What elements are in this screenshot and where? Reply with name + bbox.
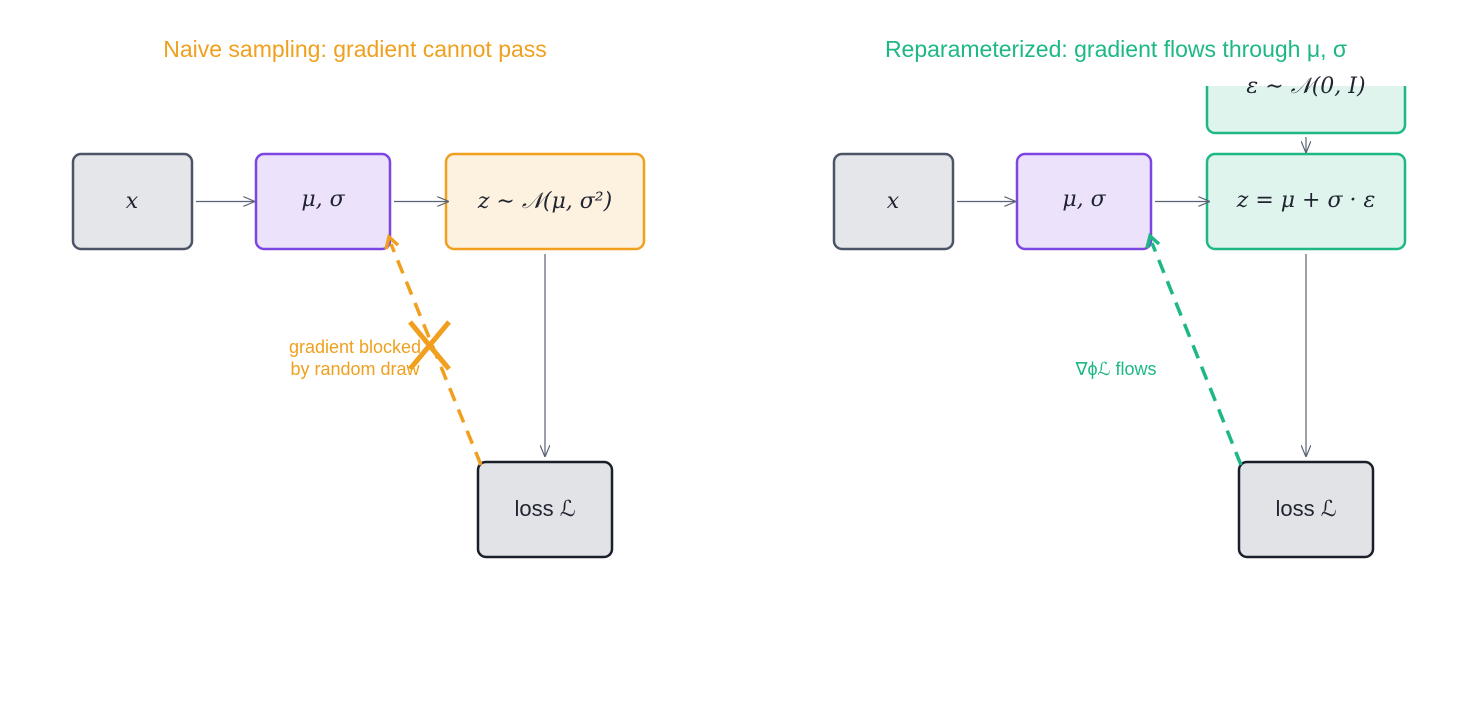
- right-node-reparam-label: z = μ + σ · ε: [1236, 188, 1376, 213]
- left-node-x-label: x: [126, 189, 139, 214]
- right-node-loss-label: loss ℒ: [1275, 496, 1336, 521]
- right-node-noise: [1205, 86, 1407, 135]
- left-node-x: x: [71, 152, 194, 251]
- left-annotation-line1: gradient blocked: [289, 337, 421, 357]
- right-annotation: ∇ϕℒ flows: [1074, 359, 1156, 379]
- left-node-sample: z ∼ 𝒩(μ, σ²): [444, 152, 646, 251]
- right-node-loss: loss ℒ: [1237, 460, 1375, 559]
- right-node-noise-label: ε ∼ 𝒩(0, I): [1246, 74, 1365, 99]
- left-node-loss: loss ℒ: [476, 460, 614, 559]
- right-panel-title: Reparameterized: gradient flows through …: [885, 36, 1347, 62]
- right-node-params: μ, σ: [1015, 152, 1153, 251]
- left-node-params: μ, σ: [254, 152, 392, 251]
- right-gradient-path-flowing: [1145, 232, 1243, 466]
- right-node-x-label: x: [887, 189, 900, 214]
- left-node-loss-label: loss ℒ: [514, 496, 575, 521]
- right-node-params-label: μ, σ: [1062, 187, 1106, 212]
- left-annotation-line2: by random draw: [290, 359, 420, 379]
- blocked-cross-icon: [408, 320, 451, 371]
- left-node-params-label: μ, σ: [301, 187, 345, 212]
- left-node-sample-label: z ∼ 𝒩(μ, σ²): [477, 189, 612, 214]
- left-panel-title: Naive sampling: gradient cannot pass: [163, 36, 547, 62]
- right-node-x: x: [832, 152, 955, 251]
- right-node-reparam: z = μ + σ · ε: [1205, 152, 1407, 251]
